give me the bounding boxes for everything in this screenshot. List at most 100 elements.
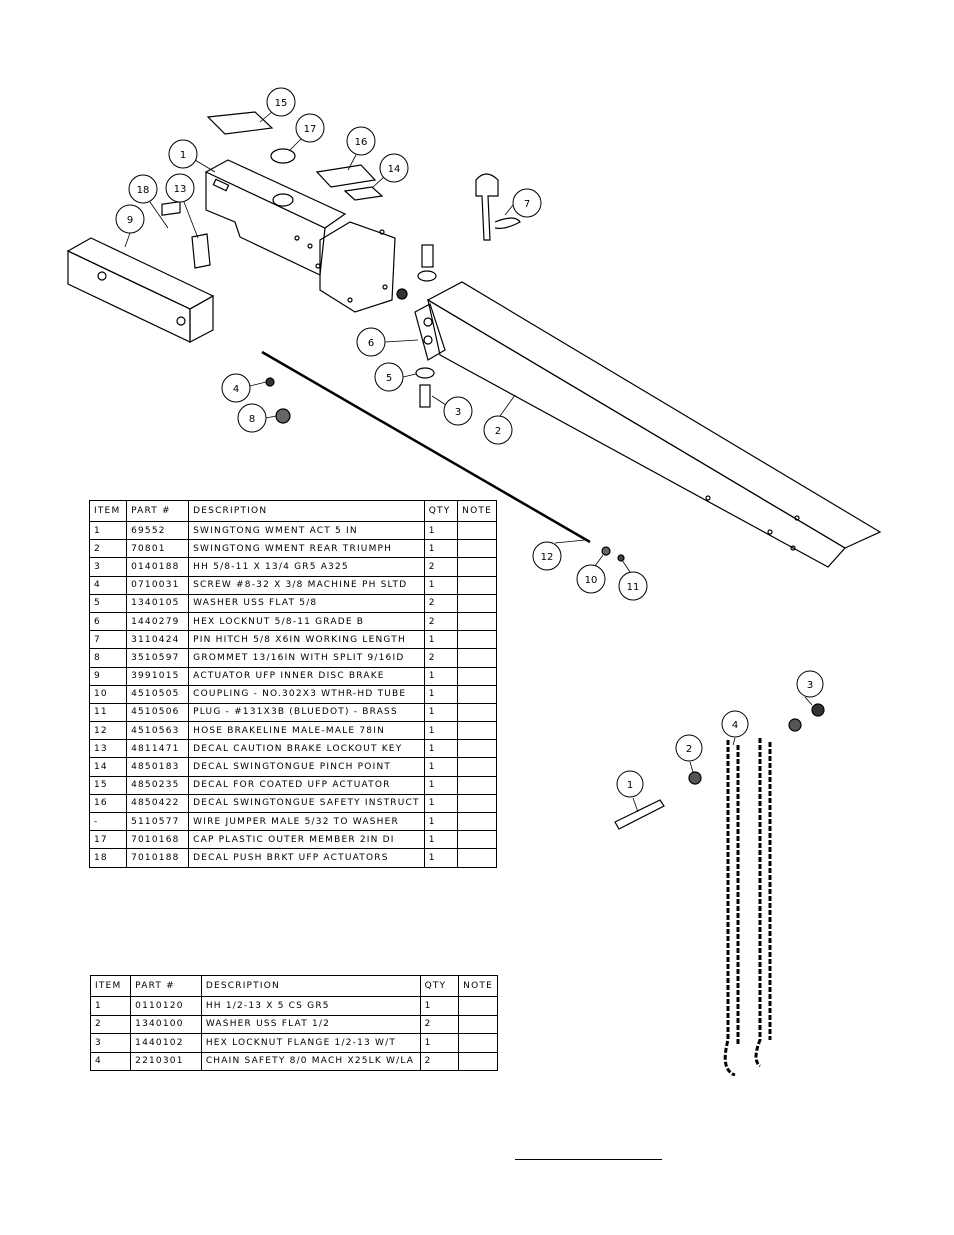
cell-description: HH 5/8-11 X 13/4 GR5 A325 [188,557,425,577]
cell-item: 2 [89,1014,132,1034]
svg-text:3: 3 [807,680,813,691]
cell-qty: 1 [423,666,459,686]
svg-text:7: 7 [524,199,530,210]
callout-13: 13 [165,173,195,203]
tongue-rear-part-2 [414,281,882,568]
cell-description: DECAL PUSH BRKT UFP ACTUATORS [188,848,425,868]
cell-item: 11 [88,702,128,723]
cell-qty: 2 [423,648,459,668]
cell-note [458,996,498,1016]
cell-description: WIRE JUMPER MALE 5/32 TO WASHER [188,811,425,832]
cell-description: DECAL SWINGTONGUE PINCH POINT [188,757,425,777]
svg-text:1: 1 [627,780,633,791]
cell-note [457,520,497,541]
cell-note [457,575,497,595]
cell-qty: 1 [423,630,459,650]
cell-note [458,1033,498,1053]
callout-2: 2 [483,415,513,445]
cell-description: CHAIN SAFETY 8/0 MACH X25LK W/LA [200,1051,421,1071]
cell-note [457,539,497,559]
cell-qty: 2 [423,611,459,632]
cell-note [457,757,497,777]
cell-qty: 1 [423,757,459,777]
cell-description: HOSE BRAKELINE MALE-MALE 78IN [188,721,425,741]
svg-text:15: 15 [275,98,288,109]
svg-text:3: 3 [455,407,461,418]
cell-note [458,1051,498,1071]
cell-part-number: 4811471 [126,739,190,759]
cell-part-number: 1340100 [130,1014,202,1034]
callout-18: 18 [128,174,158,204]
cell-qty: 1 [423,702,459,723]
cell-qty: 1 [423,848,459,868]
cell-note [457,557,497,577]
callout-11: 11 [618,571,648,601]
header-item: ITEM [89,975,132,997]
svg-text:10: 10 [585,575,598,586]
cell-qty: 1 [423,575,459,595]
cell-item: 6 [88,611,128,632]
chain-callout-1: 1 [616,770,644,798]
cell-item: 1 [88,520,128,541]
cell-description: COUPLING - NO.302X3 WTHR-HD TUBE [188,684,425,704]
cell-description: HEX LOCKNUT FLANGE 1/2-13 W/T [200,1033,421,1053]
cell-description: SCREW #8-32 X 3/8 MACHINE PH SLTD [188,575,425,595]
cell-note [457,848,497,868]
cell-description: GROMMET 13/16IN WITH SPLIT 9/16ID [188,648,425,668]
cell-qty: 2 [419,1051,460,1071]
cell-note [457,739,497,759]
header-qty: QTY [423,500,459,522]
callout-16: 16 [346,126,376,156]
header-note: NOTE [458,975,498,997]
decal-16 [315,164,384,201]
cell-part-number: 3110424 [126,630,190,650]
cell-item: 13 [88,739,128,759]
cell-description: PLUG - #131X3B (BLUEDOT) - BRASS [188,702,425,723]
brake-hose-part-12 [261,350,591,544]
cell-description: SWINGTONG WMENT ACT 5 IN [188,520,425,541]
cell-part-number: 4510506 [126,702,190,723]
cell-note [457,775,497,795]
cell-description: HEX LOCKNUT 5/8-11 GRADE B [188,611,425,632]
cell-qty: 1 [423,811,459,832]
cell-item: 5 [88,593,128,613]
decal-18 [161,201,181,216]
cell-qty: 1 [423,830,459,850]
cell-part-number: 1440279 [126,611,190,632]
cell-item: 14 [88,757,128,777]
cell-note [457,648,497,668]
svg-text:4: 4 [732,720,738,731]
cell-qty: 1 [423,739,459,759]
cell-part-number: 3510597 [126,648,190,668]
header-qty: QTY [419,975,460,997]
cell-part-number: 4510563 [126,721,190,741]
cell-item: 4 [88,575,128,595]
cell-description: CAP PLASTIC OUTER MEMBER 2IN DI [188,830,425,850]
signature-line [515,1159,662,1160]
callout-4: 4 [221,373,251,403]
cell-note [457,666,497,686]
chain-callout-4: 4 [721,710,749,738]
cell-part-number: 69552 [126,520,190,541]
hardware-parts [265,244,625,562]
callout-8: 8 [237,403,267,433]
cell-qty: 1 [423,684,459,704]
cell-qty: 1 [423,775,459,795]
callout-5: 5 [374,362,404,392]
cell-description: DECAL CAUTION BRAKE LOCKOUT KEY [188,739,425,759]
callout-10: 10 [576,564,606,594]
cell-item: 7 [88,630,128,650]
cell-qty: 2 [423,593,459,613]
cell-note [457,811,497,832]
cell-qty: 1 [419,1033,460,1053]
